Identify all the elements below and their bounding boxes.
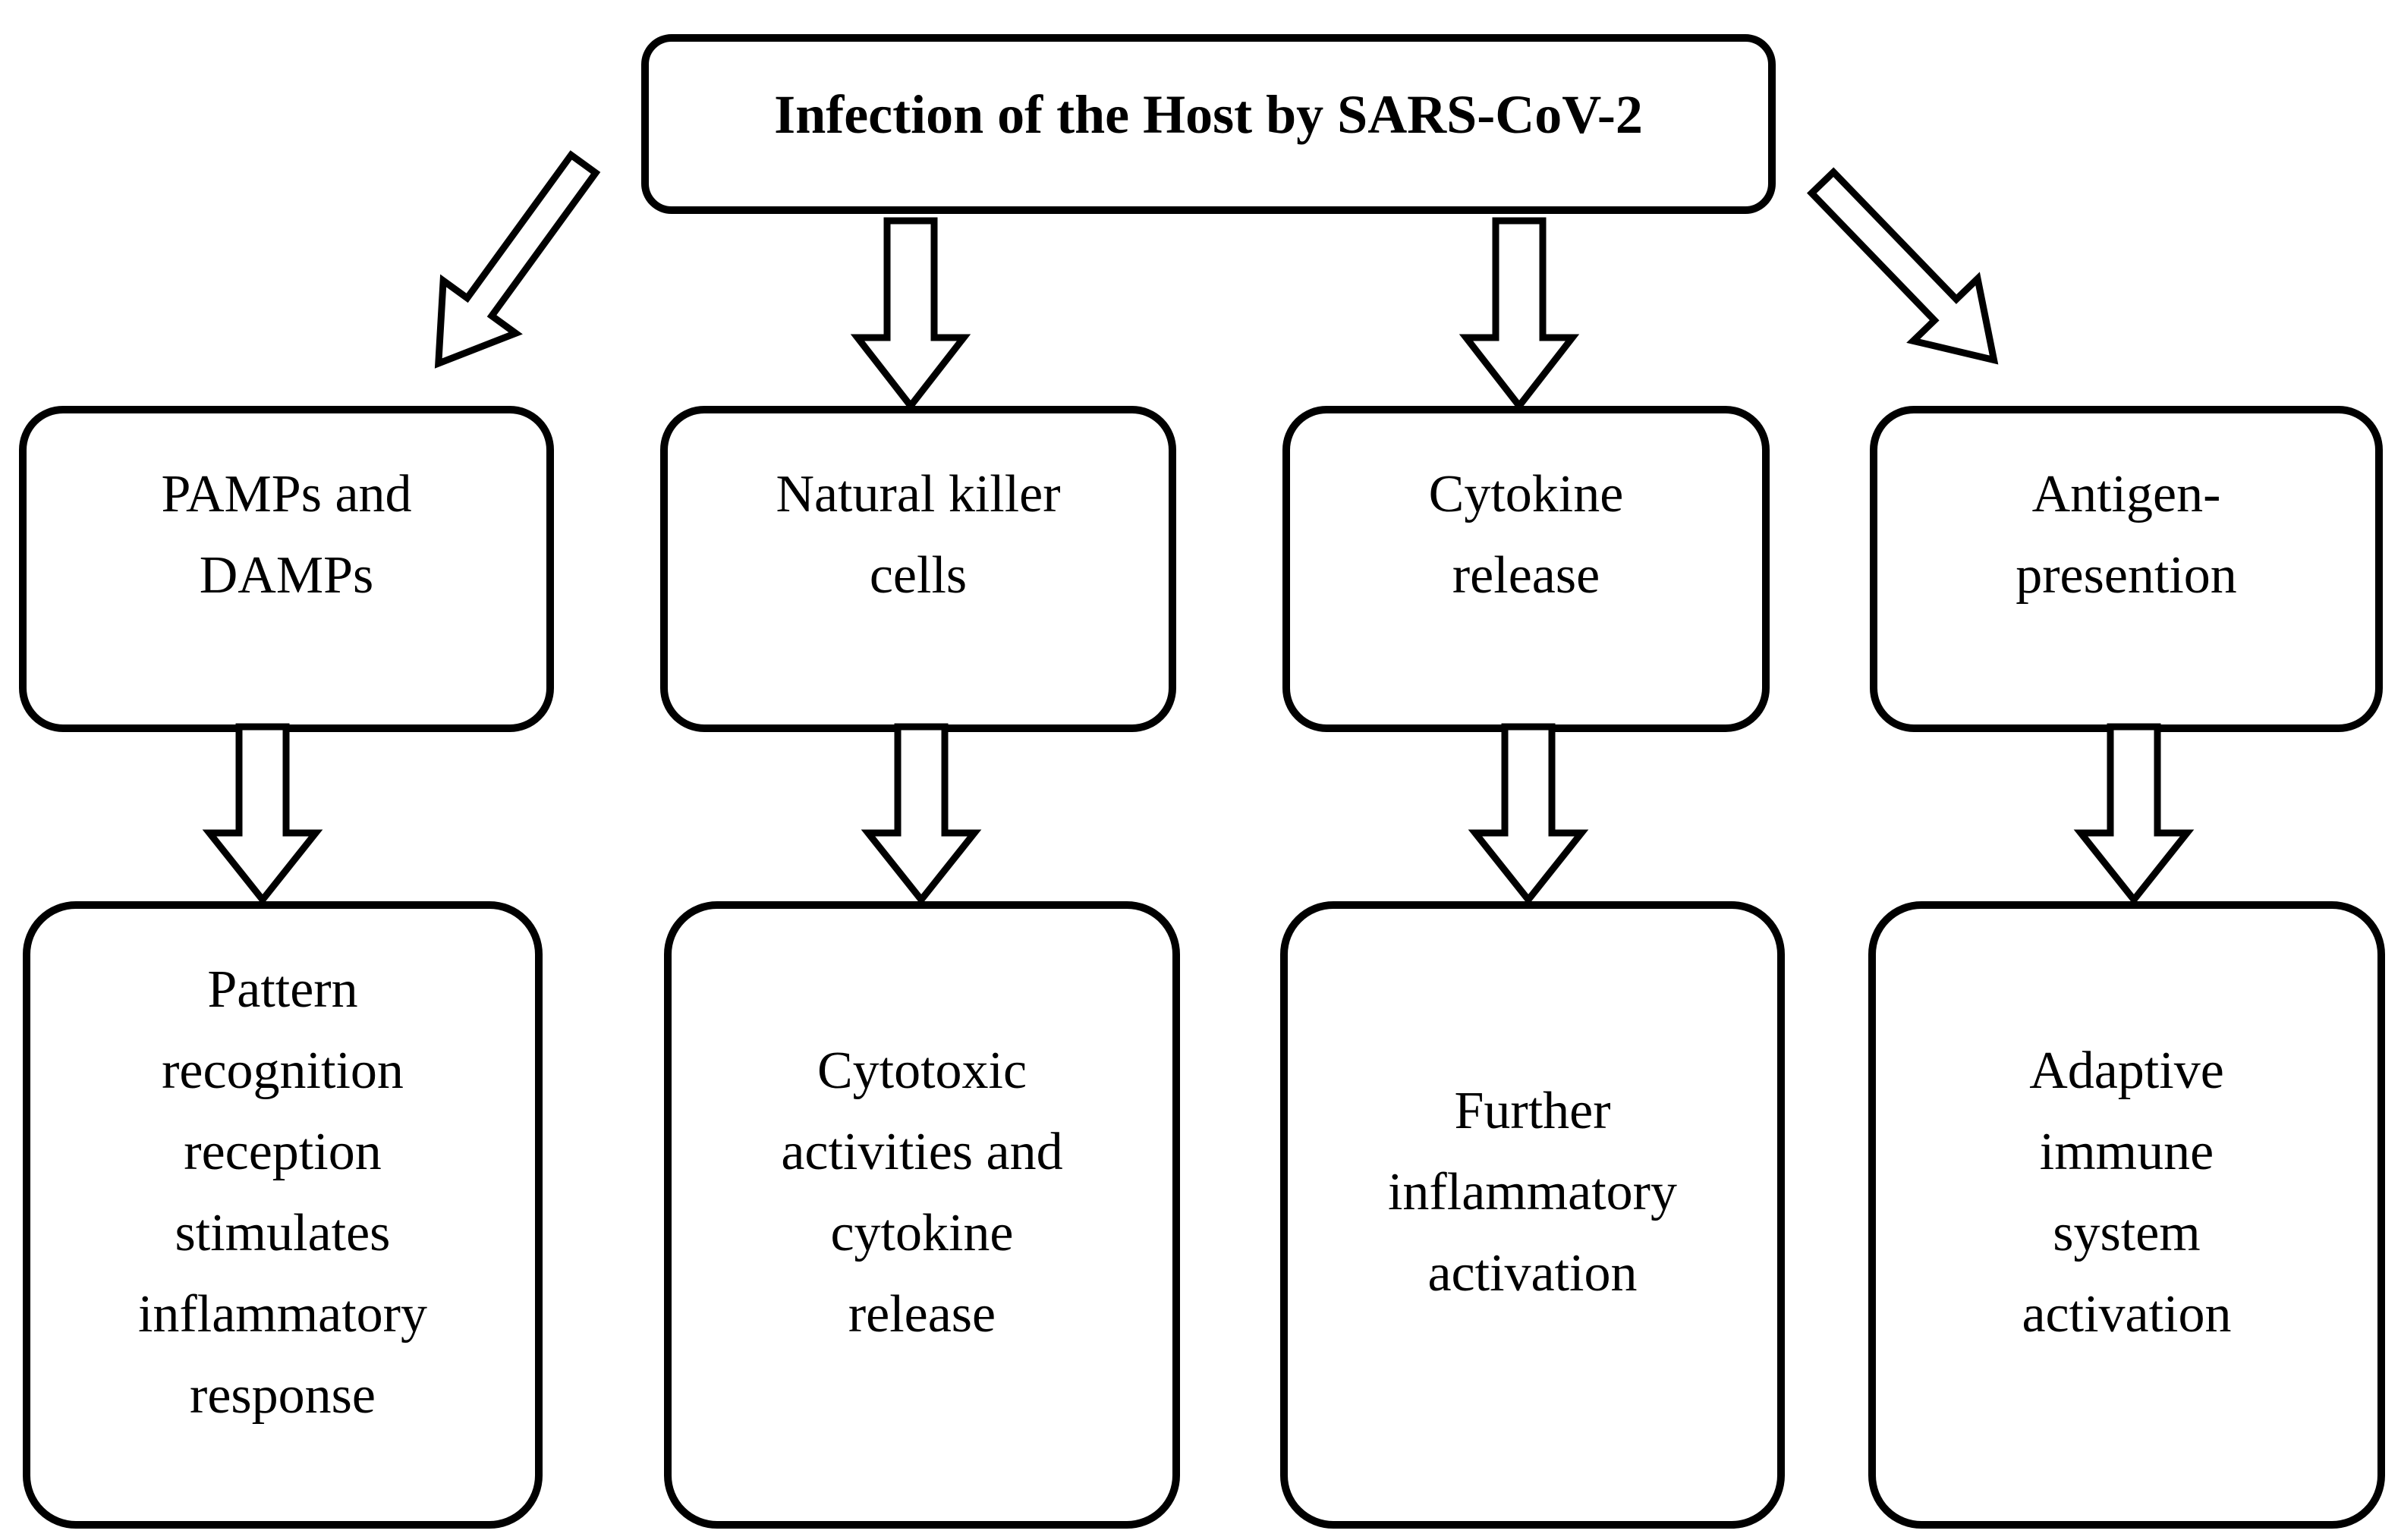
arrow-pamps-to-pattern-icon (202, 723, 323, 906)
title-text: Infection of the Host by SARS-CoV-2 (774, 84, 1643, 145)
arrow-antigen-to-adaptive-icon (2073, 723, 2195, 906)
arrow-diagonal-title-to-antigen-icon (1807, 167, 1999, 365)
arrow-cytokine-to-further-icon (1468, 723, 1589, 906)
title-box: Infection of the Host by SARS-CoV-2 (641, 34, 1776, 214)
arrow-title-to-cytokine-icon (1459, 217, 1580, 412)
arrow-diagonal-title-to-pamps-icon (434, 150, 601, 369)
arrow-natural-killer-to-cytotoxic-icon (861, 723, 982, 906)
arrow-title-to-natural-killer-icon (850, 217, 971, 412)
box-antigen-presention: Antigen-presention (1870, 406, 2383, 732)
box-antigen-presention-text: Antigen-presention (2016, 465, 2237, 605)
